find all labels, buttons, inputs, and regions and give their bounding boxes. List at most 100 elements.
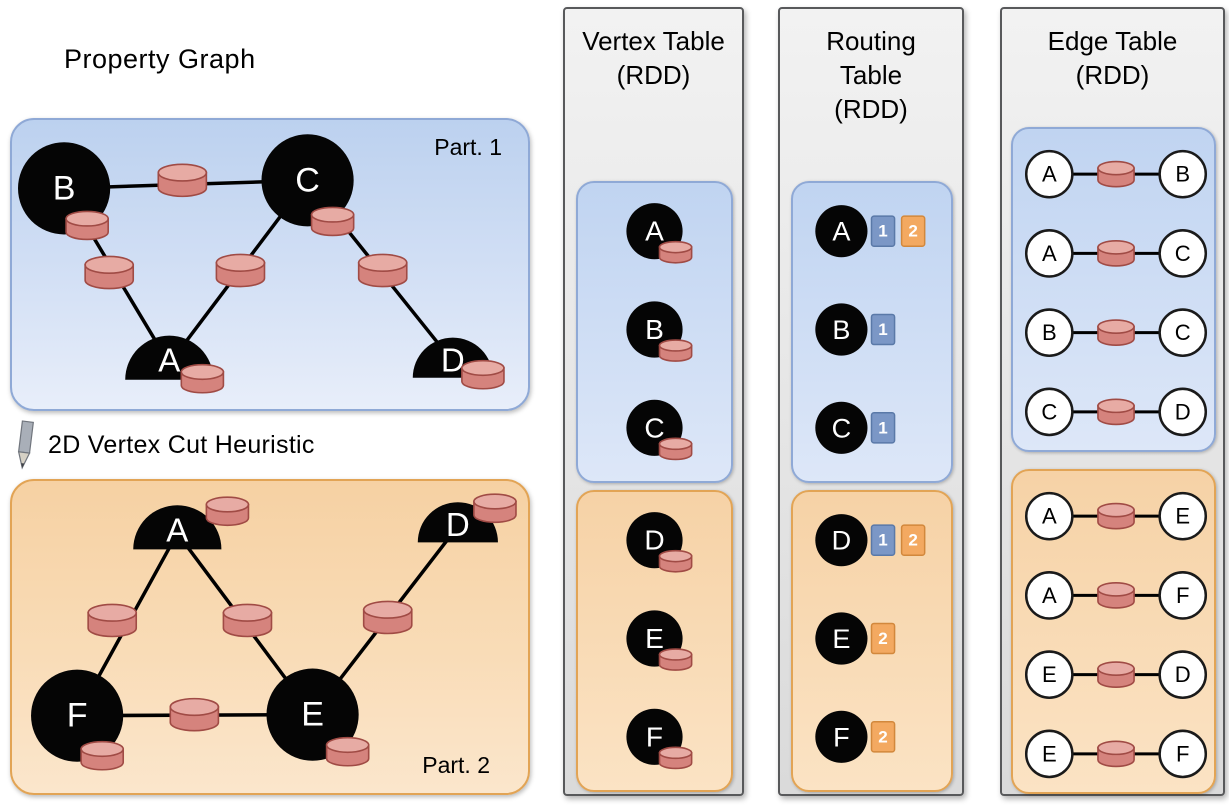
property-cylinder-icon [1097, 740, 1135, 768]
partition-badge-2 [900, 215, 926, 247]
svg-text:1: 1 [878, 531, 887, 550]
svg-text:F: F [833, 721, 850, 752]
routing-entry-A: A 1 2 [815, 205, 926, 258]
svg-text:E: E [645, 623, 664, 654]
svg-text:E: E [1042, 741, 1057, 766]
property-cylinder-icon [658, 240, 693, 264]
svg-text:D: D [832, 525, 852, 556]
svg-text:D: D [644, 525, 664, 556]
partition-2-label: Part. 2 [422, 752, 490, 778]
svg-text:2: 2 [908, 531, 917, 550]
property-cylinder-icon [1097, 319, 1135, 346]
svg-text:C: C [1175, 241, 1191, 266]
vertex-cut-annotation: 2D Vertex Cut Heuristic [12, 420, 315, 470]
vertex-A: A [133, 505, 222, 550]
svg-text:B: B [1175, 162, 1190, 187]
svg-text:E: E [301, 696, 324, 734]
svg-text:E: E [1175, 504, 1190, 529]
partition-badge-2 [900, 524, 926, 556]
edge-property-cylinder-icon [157, 163, 208, 198]
property-cylinder-icon [1097, 502, 1135, 530]
edge-property-cylinder-icon [84, 255, 135, 290]
vertex-C: C [261, 134, 354, 227]
vertex-cut-label: 2D Vertex Cut Heuristic [48, 430, 315, 459]
svg-text:C: C [295, 161, 320, 199]
svg-text:A: A [1042, 583, 1057, 608]
partition-badge-2 [870, 721, 896, 753]
edge-property-cylinder-icon [357, 253, 408, 288]
property-graph-title: Property Graph [64, 44, 256, 74]
edge-property-cylinder-icon [169, 697, 220, 732]
svg-text:2: 2 [878, 629, 887, 648]
svg-text:C: C [1175, 320, 1191, 345]
svg-text:C: C [644, 412, 664, 443]
svg-text:A: A [158, 343, 180, 380]
svg-text:D: D [1175, 399, 1191, 424]
pencil-icon [17, 420, 34, 470]
property-cylinder-icon [658, 746, 693, 770]
svg-text:E: E [1042, 662, 1057, 687]
svg-text:A: A [1042, 241, 1057, 266]
property-cylinder-icon [1097, 398, 1135, 426]
property-cylinder-icon [1097, 661, 1135, 688]
vertex-property-cylinder-icon [461, 359, 505, 390]
vertex-table-partition-1-entries: A B C [626, 203, 693, 461]
svg-text:B: B [645, 314, 664, 345]
vertex-property-cylinder-icon [325, 736, 370, 767]
edge-property-cylinder-icon [87, 603, 138, 638]
svg-text:C: C [1041, 399, 1057, 424]
vertex-property-cylinder-icon [205, 496, 250, 527]
routing-table-title: Routing Table (RDD) [826, 26, 916, 124]
partition-badge-1 [870, 524, 896, 556]
svg-text:B: B [1042, 320, 1057, 345]
vertex-property-cylinder-icon [80, 740, 125, 771]
svg-text:D: D [446, 507, 470, 544]
svg-text:A: A [1042, 504, 1057, 529]
partition-badge-2 [870, 622, 896, 655]
property-cylinder-icon [658, 437, 693, 461]
svg-text:D: D [441, 342, 465, 379]
svg-text:F: F [1176, 741, 1189, 766]
property-cylinder-icon [658, 549, 693, 573]
vertex-property-cylinder-icon [65, 210, 109, 241]
svg-text:B: B [53, 169, 76, 207]
edge-property-cylinder-icon [215, 253, 266, 288]
svg-text:E: E [832, 623, 850, 654]
vertex-table-title: Vertex Table (RDD) [582, 26, 725, 90]
routing-entry-D: D 1 2 [815, 514, 926, 567]
svg-text:D: D [1175, 662, 1191, 687]
vertex-property-cylinder-icon [473, 493, 517, 524]
partition-badge-1 [870, 412, 896, 444]
svg-text:2: 2 [908, 222, 917, 241]
vertex-E: E [266, 668, 359, 761]
svg-text:A: A [645, 216, 664, 247]
svg-text:1: 1 [878, 222, 887, 241]
edge-table-title: Edge Table (RDD) [1047, 26, 1178, 90]
svg-text:1: 1 [878, 320, 887, 339]
svg-text:C: C [832, 412, 852, 443]
svg-text:A: A [832, 216, 851, 247]
partition-1-label: Part. 1 [434, 134, 502, 160]
property-cylinder-icon [1097, 582, 1135, 609]
vertex-table-partition-1: A B C [576, 181, 733, 483]
